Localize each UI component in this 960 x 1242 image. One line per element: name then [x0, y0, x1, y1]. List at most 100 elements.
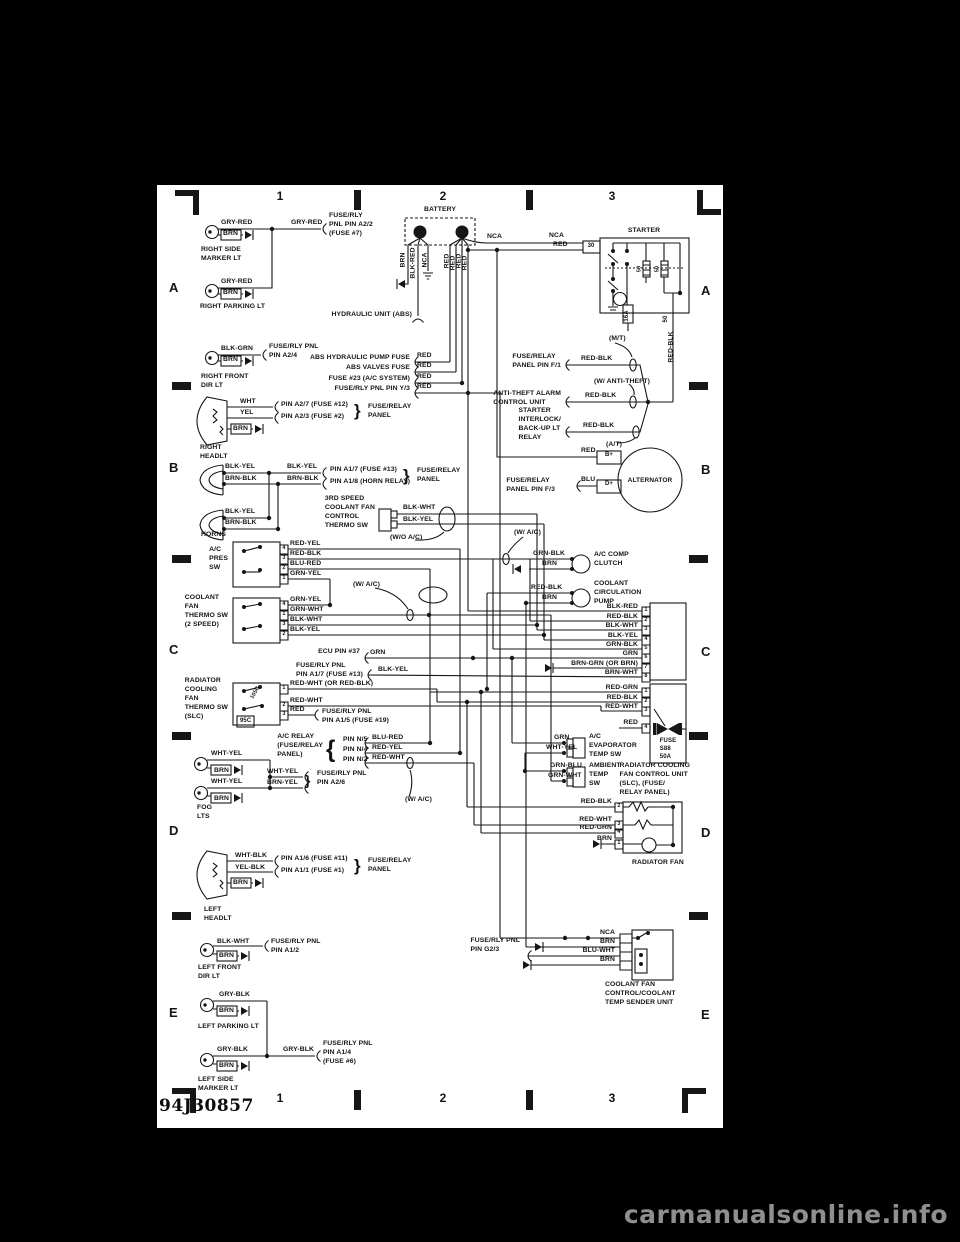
- pin-number: 7: [644, 664, 648, 670]
- wire-label: RED: [417, 352, 432, 359]
- radiator-fan-thermo-sw-slc: [232, 682, 642, 728]
- wire-label: GRY-RED: [291, 219, 323, 226]
- ref-fuse-rly-pnl-a2-4: FUSE/RLY PNL PIN A2/4: [269, 343, 319, 359]
- wire-label: GRN-WHT: [548, 772, 582, 779]
- component-coolant-fan-control-temp-sender-unit: COOLANT FAN CONTROL/COOLANT TEMP SENDER …: [605, 981, 676, 1006]
- wire-label: BRN: [233, 425, 249, 432]
- note-mt: (M/T): [609, 335, 626, 342]
- component-alternator: ALTERNATOR: [627, 477, 673, 484]
- wire-label: RED-BLK: [585, 392, 617, 399]
- wire-label: GRN-BLK: [605, 641, 638, 648]
- wire-label: BLK-YEL: [607, 632, 638, 639]
- wire-label: GRN-YEL: [290, 570, 322, 577]
- note-wo-ac: (W/O A/C): [390, 534, 423, 541]
- wire-label: GRY-BLK: [219, 991, 251, 998]
- ref-pin-a1-1: PIN A1/1 (FUSE #1): [281, 867, 345, 874]
- ref-fuse-rly-pnl-a2-6: FUSE/RLY PNL PIN A2/6: [317, 770, 367, 786]
- ref-fuse-rly-pnl-y3: FUSE/RLY PNL PIN Y/3: [334, 385, 410, 392]
- wire-label: BRN: [599, 956, 615, 963]
- wire-label: GRN-BLU: [550, 762, 583, 769]
- component-ac-relay: A/C RELAY (FUSE/RELAY PANEL): [277, 733, 323, 758]
- wire-label: WHT-YEL: [267, 768, 299, 775]
- pin-number: 2: [644, 617, 648, 623]
- wire-label: BLK-WHT: [605, 622, 638, 629]
- wire-label: B+: [604, 452, 614, 458]
- grid-row-a-right: A: [701, 283, 711, 298]
- wire-label: BLK-RED: [606, 603, 638, 610]
- wiring-diagram: [172, 190, 721, 1113]
- ref-pin-a2-7: PIN A2/7 (FUSE #12): [281, 401, 348, 408]
- wire-label: BLK-WHT: [403, 504, 436, 511]
- grid-row-e-left: E: [169, 1005, 178, 1020]
- site-watermark: carmanualsonline.info: [623, 1200, 948, 1229]
- wire-label: NCA: [549, 232, 565, 239]
- wire-label: GRN-BLK: [533, 550, 566, 557]
- brace: }: [403, 466, 410, 485]
- component-ac-evaporator-temp-sw: A/C EVAPORATOR TEMP SW: [589, 733, 637, 758]
- component-starter-interlock-backup-lt-relay: STARTER INTERLOCK/ BACK-UP LT RELAY: [518, 407, 561, 441]
- component-battery: BATTERY: [423, 206, 457, 213]
- ref-fuse-relay-panel-f3: FUSE/RELAY PANEL PIN F/3: [506, 477, 555, 493]
- pin-number: 3: [644, 707, 648, 713]
- frame-marks: [172, 190, 721, 1113]
- wire-label: RED-BLK: [580, 798, 612, 805]
- wire-label: 16A: [624, 310, 631, 322]
- wire-label: RED-WHT: [605, 703, 638, 710]
- wire-label: NCA: [487, 233, 503, 240]
- grid-row-a-left: A: [169, 280, 179, 295]
- coolant-temp-sender: [500, 929, 674, 981]
- component-ambient-temp-sw: AMBIENT TEMP SW: [589, 762, 621, 787]
- component-hydraulic-unit-abs: HYDRAULIC UNIT (ABS): [331, 311, 412, 318]
- ref-fuse-rly-pnl-a1-7: FUSE/RLY PNL PIN A1/7 (FUSE #13): [296, 662, 363, 678]
- temp-switches: [512, 737, 586, 788]
- wire-label: GRN: [554, 734, 570, 741]
- pin-number: 4: [282, 545, 286, 551]
- wire-label: BRN-BLK: [225, 475, 257, 482]
- pin-number: 2: [282, 565, 286, 571]
- pin-number: 4: [617, 829, 621, 835]
- component-3rd-speed-coolant-fan-thermo-sw: 3RD SPEED COOLANT FAN CONTROL THERMO SW: [324, 495, 375, 529]
- pin-number: 8: [644, 673, 648, 679]
- wire-label: D+: [604, 481, 614, 487]
- component-right-side-marker-lt: RIGHT SIDE MARKER LT: [201, 246, 242, 262]
- grid-row-b-right: B: [701, 462, 711, 477]
- pin-number: 5: [644, 645, 648, 651]
- wire-label: GRN: [370, 649, 386, 656]
- wire-label: WHT-BLK: [235, 852, 268, 859]
- wire-label: GRY-RED: [221, 278, 253, 285]
- component-left-front-dir-lt: LEFT FRONT DIR LT: [198, 964, 242, 980]
- ref-abs-hydraulic-pump-fuse: ABS HYDRAULIC PUMP FUSE: [310, 354, 410, 361]
- coolant-fan-thermo-sw: [232, 586, 642, 781]
- wire-label: BLU-WHT: [582, 947, 615, 954]
- component-ac-pres-sw: A/C PRES SW: [209, 546, 228, 571]
- grid-row-b-left: B: [169, 460, 179, 475]
- wire-label: BLK-GRN: [221, 345, 254, 352]
- wire-label: RED: [417, 383, 432, 390]
- ref-pin-a1-8: PIN A1/8 (HORN RELAY): [330, 478, 411, 485]
- battery: [396, 217, 601, 938]
- wire-label: BRN: [214, 795, 230, 802]
- component-radiator-cooling-fan-control-unit: RADIATOR COOLING FAN CONTROL UNIT (SLC),…: [619, 762, 690, 796]
- wire-label: RED: [553, 241, 568, 248]
- wire-label: GRN-WHT: [290, 606, 324, 613]
- wire-label: WHT-YEL: [211, 778, 243, 785]
- wire-label: BRN-WHT: [604, 669, 638, 676]
- pin-number: 4: [644, 636, 648, 642]
- brace: }: [354, 401, 361, 420]
- wire-label: 105C: [249, 685, 262, 701]
- wire-label: BRN-YEL: [267, 779, 298, 786]
- wire-label: BRN: [599, 938, 615, 945]
- wire-label: RED-BLK: [583, 422, 615, 429]
- note-w-ac: (W/ A/C): [514, 529, 541, 536]
- wire-label: WHT: [240, 398, 256, 405]
- wire-label: RED-BLK: [531, 584, 563, 591]
- ref-fuse-relay-panel: FUSE/RELAY PANEL: [417, 467, 461, 483]
- ref-fuse-23-ac-system: FUSE #23 (A/C SYSTEM): [328, 375, 410, 382]
- component-left-parking-lt: LEFT PARKING LT: [198, 1023, 259, 1030]
- pin-number: 3: [282, 711, 286, 717]
- wire-label: BLK-YEL: [403, 516, 434, 523]
- component-left-headlt: LEFT HEADLT: [204, 906, 232, 922]
- wire-label: RED-BLK: [606, 613, 638, 620]
- brace: {: [326, 736, 336, 763]
